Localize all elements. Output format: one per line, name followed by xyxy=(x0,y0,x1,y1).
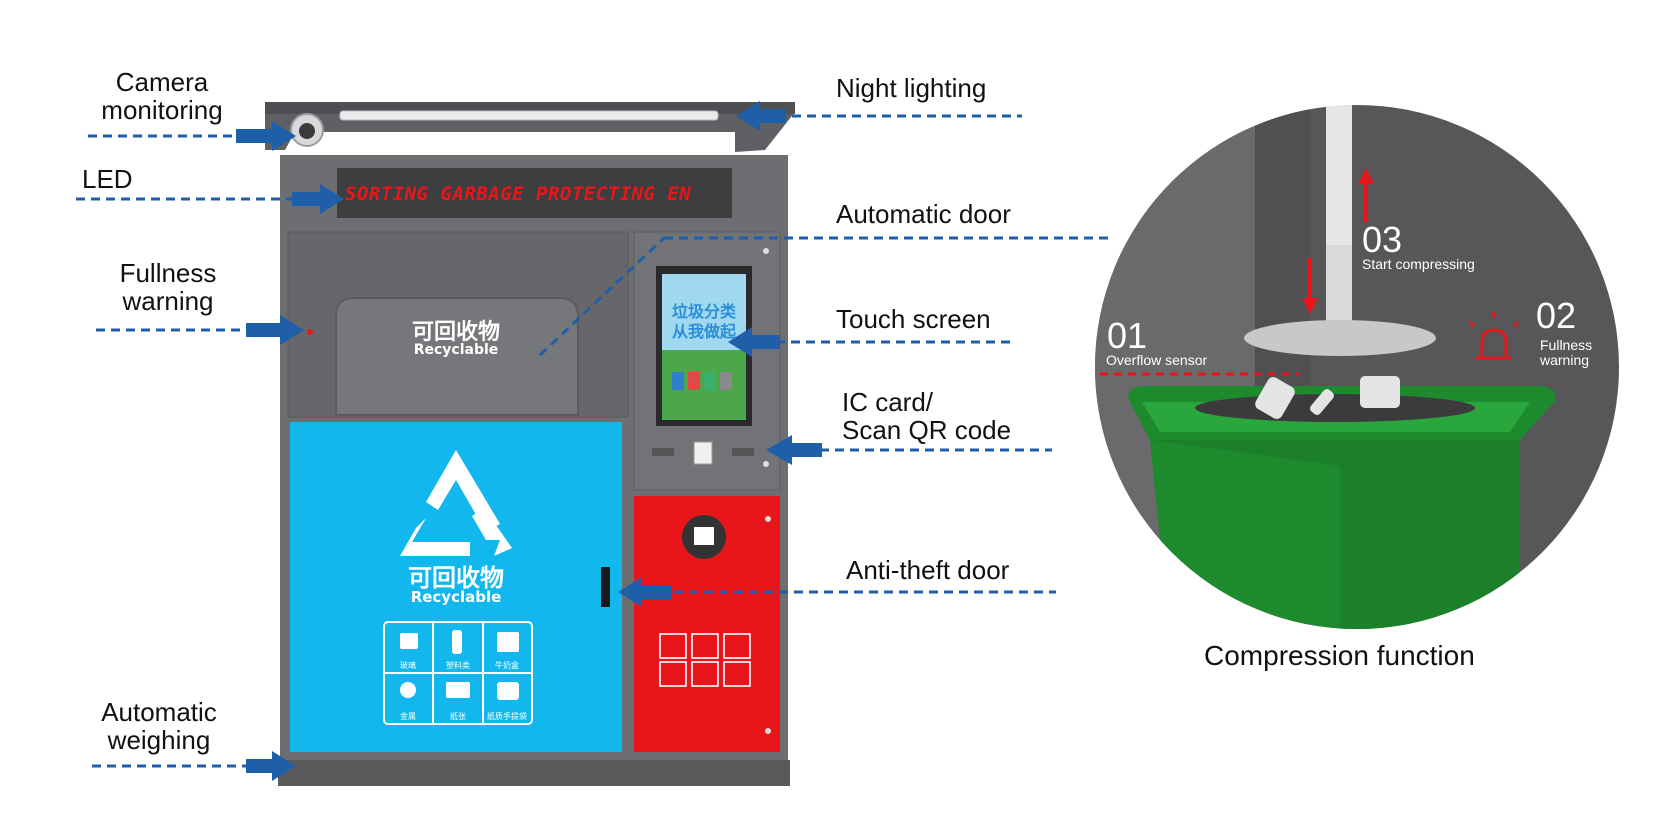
screen-title-line1: 垃圾分类 xyxy=(671,302,736,321)
step-02-number: 02 xyxy=(1536,295,1577,336)
step-03-label: Start compressing xyxy=(1362,256,1475,272)
icon-label-glass: 玻璃 xyxy=(400,661,416,670)
label-automatic-weighing: Automatic weighing xyxy=(101,697,217,755)
icon-label-milk-carton: 牛奶盒 xyxy=(495,661,519,670)
icon-label-paper: 纸张 xyxy=(450,712,466,721)
automatic-door-en-label: Recyclable xyxy=(413,342,499,358)
compression-caption: Compression function xyxy=(1204,640,1475,671)
recyclable-door-cn-label: 可回收物 xyxy=(408,564,504,592)
label-automatic-door: Automatic door xyxy=(836,199,1011,229)
recyclable-door-en-label: Recyclable xyxy=(410,588,502,606)
label-night-lighting: Night lighting xyxy=(836,73,987,103)
recyclable-icon-grid xyxy=(383,621,533,725)
automatic-door-cn-label: 可回收物 xyxy=(411,320,500,345)
label-anti-theft-door: Anti-theft door xyxy=(846,555,1010,585)
screen-title-line2: 从我做起 xyxy=(671,322,736,341)
icon-label-plastic: 塑料类 xyxy=(446,661,470,670)
anti-theft-arrow-icon xyxy=(618,577,672,607)
icon-label-metal: 金属 xyxy=(400,712,416,721)
camera-arrow-icon xyxy=(236,121,296,151)
card-reader xyxy=(693,441,713,465)
step-01-label: Overflow sensor xyxy=(1106,352,1208,368)
led-panel xyxy=(337,168,732,218)
label-led: LED xyxy=(82,164,133,194)
door-handle xyxy=(601,567,610,607)
step-01-number: 01 xyxy=(1107,315,1148,356)
camera-icon xyxy=(290,113,324,147)
led-display-text: SORTING GARBAGE PROTECTING EN xyxy=(345,183,692,205)
label-touch-screen: Touch screen xyxy=(836,304,991,334)
auto-door-leader-line xyxy=(538,236,666,357)
icon-label-paper-bag: 纸质手提袋 xyxy=(487,712,527,721)
compression-plate xyxy=(1244,320,1436,356)
ic-arrow-icon xyxy=(766,435,822,465)
automatic-door xyxy=(335,297,579,416)
fullness-indicator-light xyxy=(307,329,313,335)
step-03-number: 03 xyxy=(1362,219,1403,260)
led-arrow-icon xyxy=(292,184,344,214)
label-camera-monitoring: Camera monitoring xyxy=(101,67,223,125)
touch-arrow-icon xyxy=(728,327,780,357)
warning-light-icon xyxy=(1468,312,1520,360)
step-02-label: Fullness warning xyxy=(1540,337,1593,368)
fullness-arrow-icon xyxy=(246,315,304,345)
recycle-icon xyxy=(400,450,512,556)
label-fullness-warning: Fullness warning xyxy=(119,258,217,316)
label-ic-card: IC card/ Scan QR code xyxy=(842,387,1012,445)
night-arrow-icon xyxy=(736,101,786,131)
night-light-bar xyxy=(339,110,719,121)
weighing-arrow-icon xyxy=(246,751,296,781)
compression-diagram xyxy=(1095,105,1619,629)
